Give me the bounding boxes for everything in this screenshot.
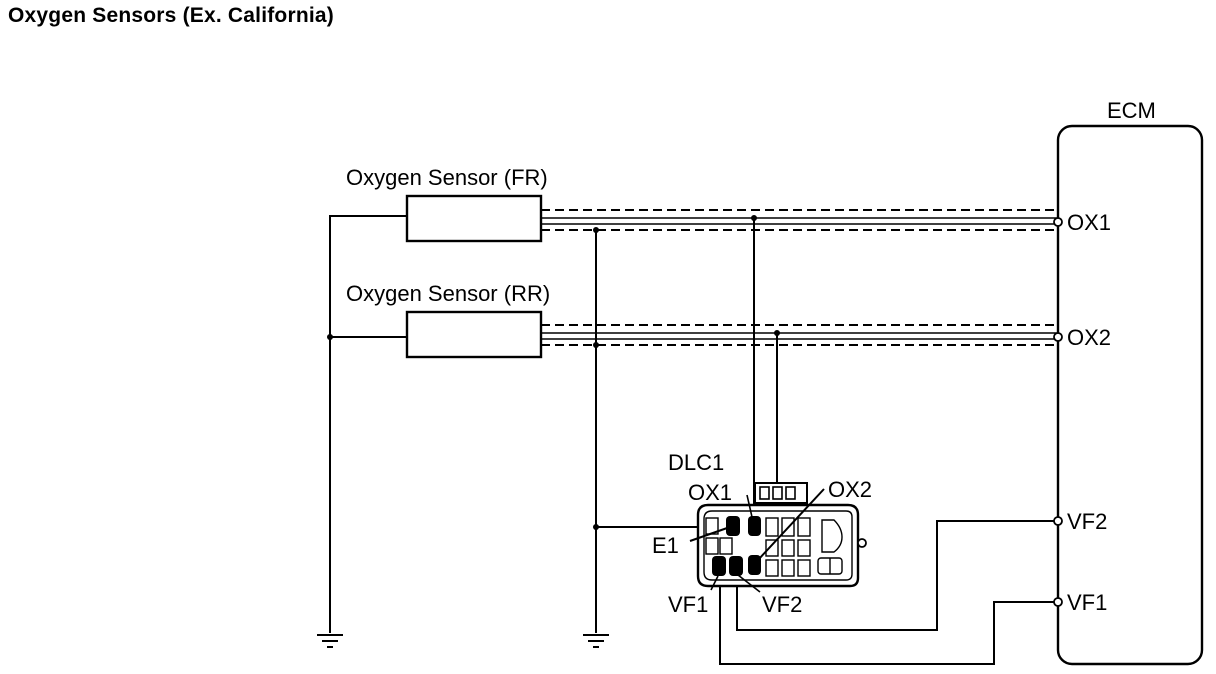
ox2-tap-wire bbox=[774, 330, 780, 510]
ox1-tap-wire bbox=[751, 215, 757, 520]
vf2-leader bbox=[737, 574, 761, 593]
ecm-ox1-label: OX1 bbox=[1067, 210, 1111, 235]
oxygen-sensor-rr bbox=[405, 310, 543, 359]
dlc-vf1-label: VF1 bbox=[668, 592, 708, 617]
ecm-vf1-label: VF1 bbox=[1067, 590, 1107, 615]
vf1-leader bbox=[710, 575, 719, 591]
oxygen-sensor-rr-label: Oxygen Sensor (RR) bbox=[346, 281, 550, 306]
ecm-box bbox=[1056, 124, 1204, 666]
fr-sensor-wires bbox=[541, 209, 1058, 231]
ox1-leader bbox=[746, 494, 753, 518]
ecm-vf2-label: VF2 bbox=[1067, 509, 1107, 534]
e1-leader bbox=[689, 526, 731, 542]
oxygen-sensor-fr-label: Oxygen Sensor (FR) bbox=[346, 165, 548, 190]
ox2-leader bbox=[757, 488, 825, 561]
vf1-wire bbox=[719, 575, 1054, 665]
page-title: Oxygen Sensors (Ex. California) bbox=[8, 4, 334, 27]
dlc-ox1-label: OX1 bbox=[688, 480, 732, 505]
oxygen-sensor-fr bbox=[405, 194, 543, 243]
ground-symbol-right bbox=[583, 634, 609, 648]
vf2-wire bbox=[736, 520, 1054, 631]
dlc1-label: DLC1 bbox=[668, 450, 724, 475]
shield-ground-wire bbox=[593, 227, 731, 633]
heater-ground-wire bbox=[327, 215, 407, 633]
dlc-e1-label: E1 bbox=[652, 533, 679, 558]
dlc1-connector bbox=[696, 482, 867, 588]
rr-sensor-wires bbox=[541, 324, 1058, 346]
dlc-vf2-label: VF2 bbox=[762, 592, 802, 617]
ground-symbol-left bbox=[317, 634, 343, 648]
ecm-terminal-ox1 bbox=[1053, 217, 1063, 227]
ecm-ox2-label: OX2 bbox=[1067, 325, 1111, 350]
ecm-terminal-vf1 bbox=[1053, 597, 1063, 607]
ecm-terminal-vf2 bbox=[1053, 516, 1063, 526]
ecm-label: ECM bbox=[1107, 98, 1156, 123]
ecm-terminal-ox2 bbox=[1053, 332, 1063, 342]
dlc-ox2-label: OX2 bbox=[828, 477, 872, 502]
